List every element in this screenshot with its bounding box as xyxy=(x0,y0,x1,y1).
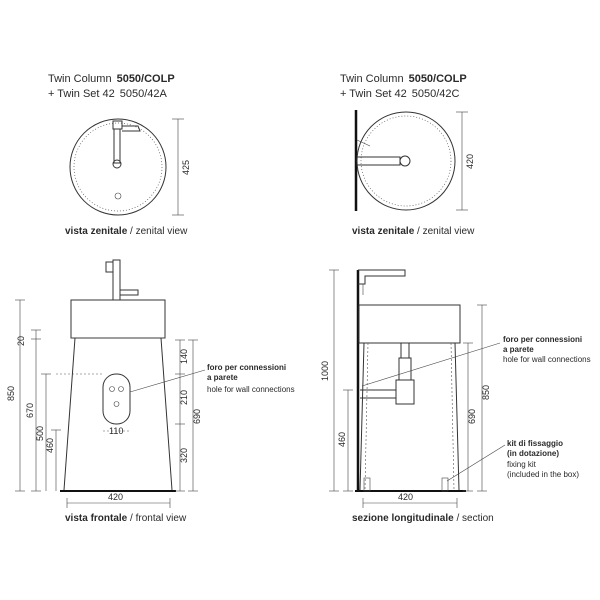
right-top-dim-420: 420 xyxy=(465,154,475,169)
left-front-tap-spout xyxy=(105,261,113,273)
right-kit-bold2: (in dotazione) xyxy=(507,449,559,458)
left-front-column xyxy=(63,337,173,491)
right-title-line1: Twin Column xyxy=(340,73,404,85)
right-code1: 5050/COLP xyxy=(409,73,467,85)
right-dim-1000: 1000 xyxy=(320,361,330,381)
left-tap-outlet xyxy=(112,159,122,169)
right-note-bold2: a parete xyxy=(503,345,534,354)
right-dim-460: 460 xyxy=(337,432,347,447)
left-title: Twin Column 5050/COLP + Twin Set 42 5050/4… xyxy=(48,73,175,100)
right-section-spout xyxy=(358,269,406,285)
left-tap-lever xyxy=(122,125,141,132)
right-dims-left: 1000 460 xyxy=(320,269,353,492)
left-dim-140: 140 xyxy=(179,349,189,364)
right-basin-inner xyxy=(360,115,452,207)
right-note-bold1: foro per connessioni xyxy=(503,335,582,344)
left-note-en: hole for wall connections xyxy=(207,385,295,394)
left-top-view: 425 xyxy=(69,118,191,216)
left-dim-320: 320 xyxy=(179,448,189,463)
right-dims-right: 690 850 xyxy=(463,304,491,492)
right-kit-bold1: kit di fissaggio xyxy=(507,439,563,448)
left-wall-hole xyxy=(102,373,131,425)
right-code2: 5050/42C xyxy=(412,88,460,100)
left-front-basin xyxy=(70,299,166,339)
right-kit-en1: fixing kit xyxy=(507,460,537,469)
right-note-leader xyxy=(361,342,501,387)
left-note-bold1: foro per connessioni xyxy=(207,363,286,372)
right-title-line2: + Twin Set 42 xyxy=(340,88,407,100)
left-dim-500: 500 xyxy=(35,426,45,441)
left-dim-20: 20 xyxy=(16,336,26,346)
right-section-column xyxy=(359,342,460,491)
right-note-en: hole for wall connections xyxy=(503,355,591,364)
left-title-line2: + Twin Set 42 xyxy=(48,88,115,100)
right-kit-leader xyxy=(446,444,506,482)
right-top-view: 420 xyxy=(354,110,475,211)
left-drain xyxy=(114,192,122,200)
left-title-line1: Twin Column xyxy=(48,73,112,85)
right-wall-lever xyxy=(356,139,371,147)
left-dims-left: 850 20 670 500 460 xyxy=(6,299,103,492)
left-code2: 5050/42A xyxy=(120,88,168,100)
left-dim-850: 850 xyxy=(6,386,16,401)
right-section-basin xyxy=(358,304,461,344)
right-section-caption: sezione longitudinale / section xyxy=(352,513,494,524)
right-top-caption: vista zenitale / zenital view xyxy=(352,226,475,237)
left-dim-670: 670 xyxy=(25,403,35,418)
left-front-tap-body xyxy=(112,259,121,301)
right-dim-420: 420 xyxy=(398,492,413,502)
left-front-tap-lever xyxy=(120,289,139,296)
left-front-caption: vista frontale / frontal view xyxy=(65,513,187,524)
right-dim-850: 850 xyxy=(481,385,491,400)
left-dim-110: 110 xyxy=(109,426,123,436)
left-dim-460: 460 xyxy=(45,438,55,453)
left-basin-rim xyxy=(69,118,167,216)
right-basin-rim xyxy=(356,111,456,211)
left-dims-right: 140 210 320 690 xyxy=(175,339,202,492)
left-top-caption: vista zenitale / zenital view xyxy=(65,226,188,237)
right-spout-outlet xyxy=(399,155,411,167)
left-tap-spout xyxy=(113,128,121,164)
left-note-bold2: a parete xyxy=(207,373,238,382)
right-section-trap-pipe xyxy=(360,389,397,399)
left-note-leader xyxy=(129,369,206,393)
right-kit-en2: (included in the box) xyxy=(507,470,579,479)
left-dim-690: 690 xyxy=(192,409,202,424)
right-title: Twin Column 5050/COLP + Twin Set 42 5050/4… xyxy=(340,73,467,100)
left-basin-inner xyxy=(73,122,163,212)
left-front-view: 110 420 xyxy=(60,259,176,508)
right-dim-690: 690 xyxy=(467,409,477,424)
left-code1: 5050/COLP xyxy=(117,73,175,85)
left-dim-210: 210 xyxy=(179,390,189,405)
left-tap-base xyxy=(112,120,123,130)
right-wall-spout xyxy=(357,156,401,166)
left-dim-420: 420 xyxy=(108,492,123,502)
right-section-waste xyxy=(400,343,410,359)
right-section-view: 420 xyxy=(355,269,466,508)
left-top-dim-425: 425 xyxy=(181,160,191,175)
